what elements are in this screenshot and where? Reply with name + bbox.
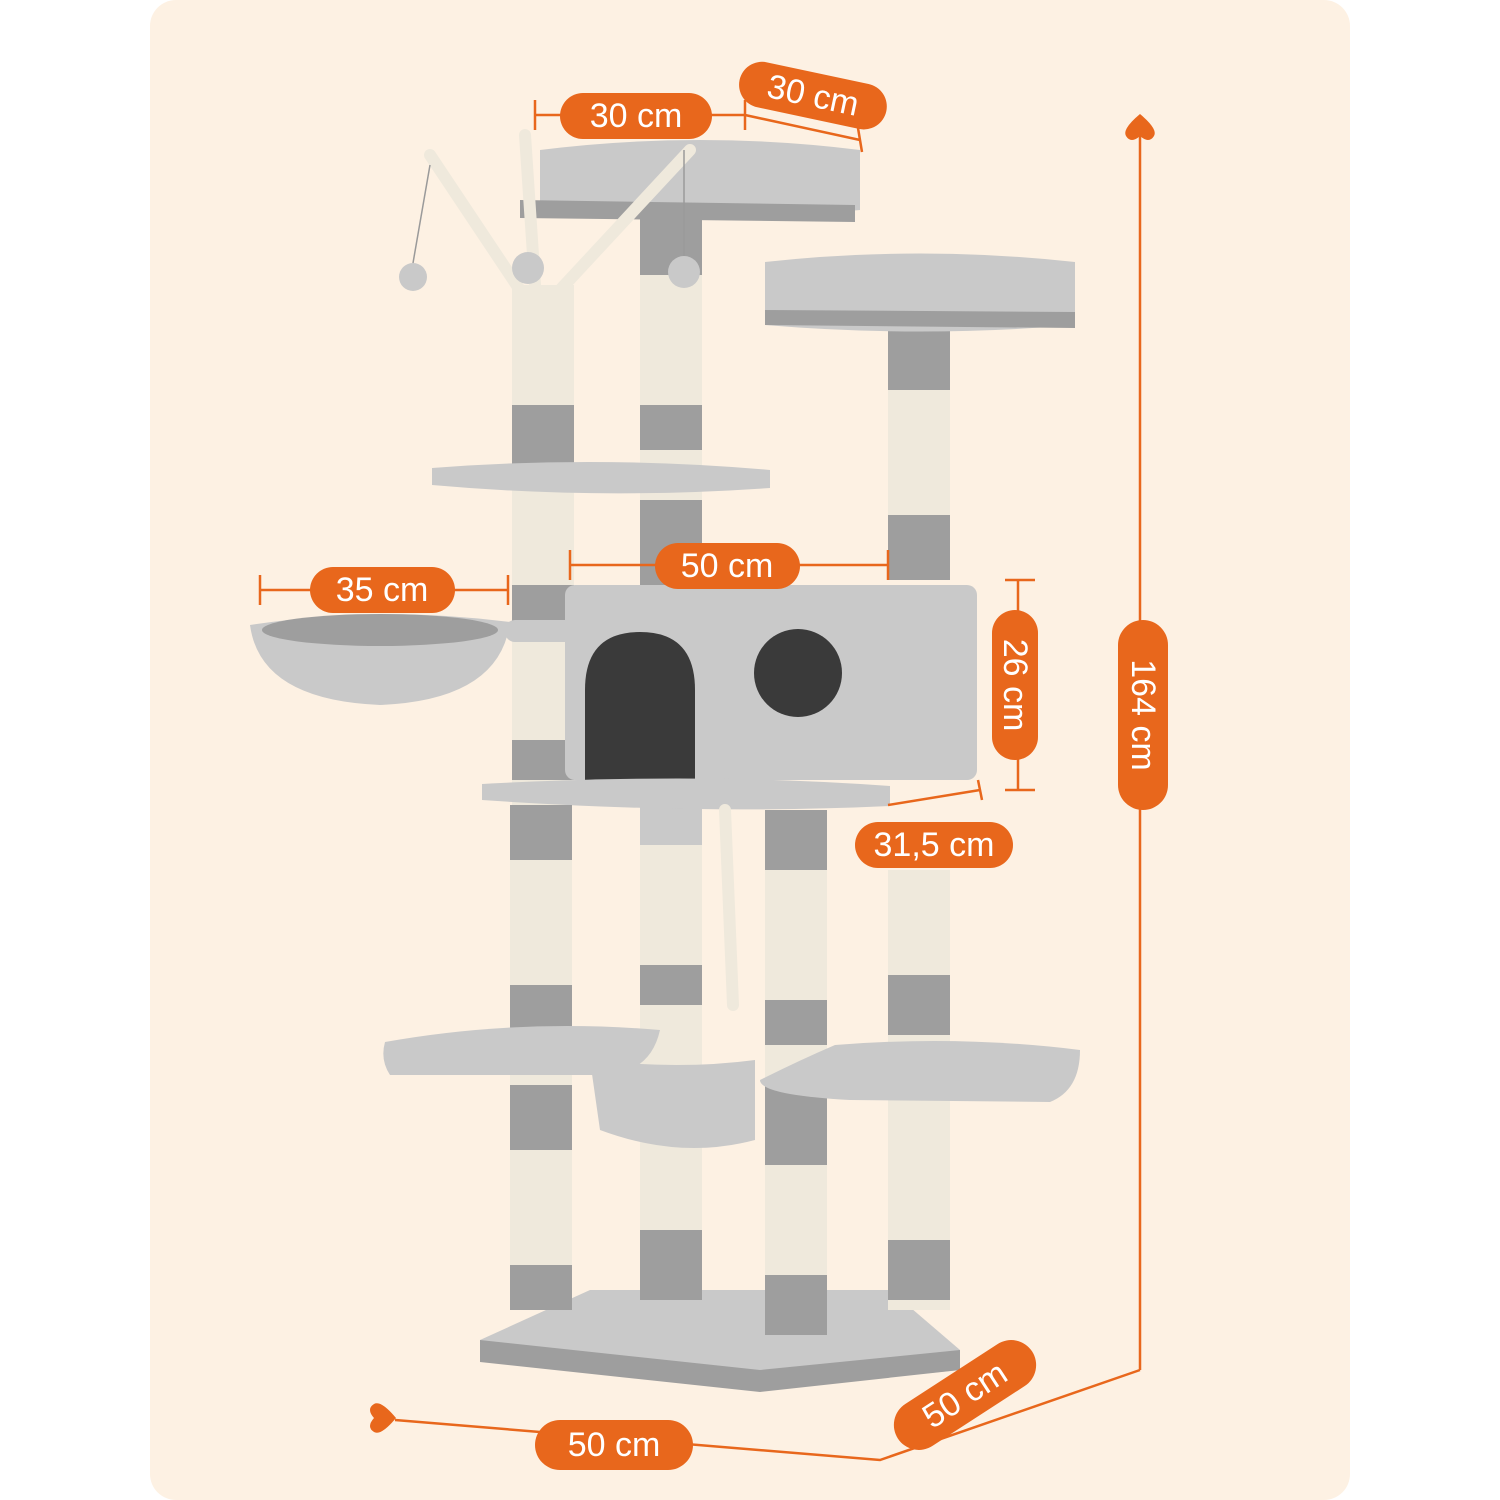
left-tall-post — [399, 129, 700, 805]
svg-text:50 cm: 50 cm — [681, 547, 774, 585]
svg-text:26 cm: 26 cm — [996, 639, 1034, 732]
svg-text:35 cm: 35 cm — [336, 571, 429, 609]
lower-platforms — [383, 1026, 1080, 1148]
top-right-post — [765, 253, 1075, 580]
label-top-perch-width: 30 cm — [560, 93, 712, 139]
label-condo-height: 26 cm — [992, 610, 1038, 760]
label-condo-width: 50 cm — [655, 543, 800, 589]
label-basket-width: 35 cm — [310, 567, 455, 613]
dimension-labels: 30 cm 30 cm 50 cm 35 cm 26 cm 31,5 cm — [310, 61, 1168, 1470]
cat-tree — [250, 129, 1080, 1392]
svg-text:31,5 cm: 31,5 cm — [874, 826, 995, 864]
condo — [482, 585, 977, 810]
svg-text:50 cm: 50 cm — [568, 1426, 661, 1464]
label-base-width: 50 cm — [535, 1420, 693, 1470]
middle-platform — [432, 461, 770, 494]
svg-text:30 cm: 30 cm — [590, 97, 683, 135]
svg-text:164 cm: 164 cm — [1124, 659, 1162, 771]
label-top-perch-depth: 30 cm — [739, 61, 887, 130]
label-total-height: 164 cm — [1118, 620, 1168, 810]
label-condo-depth: 31,5 cm — [855, 822, 1013, 868]
